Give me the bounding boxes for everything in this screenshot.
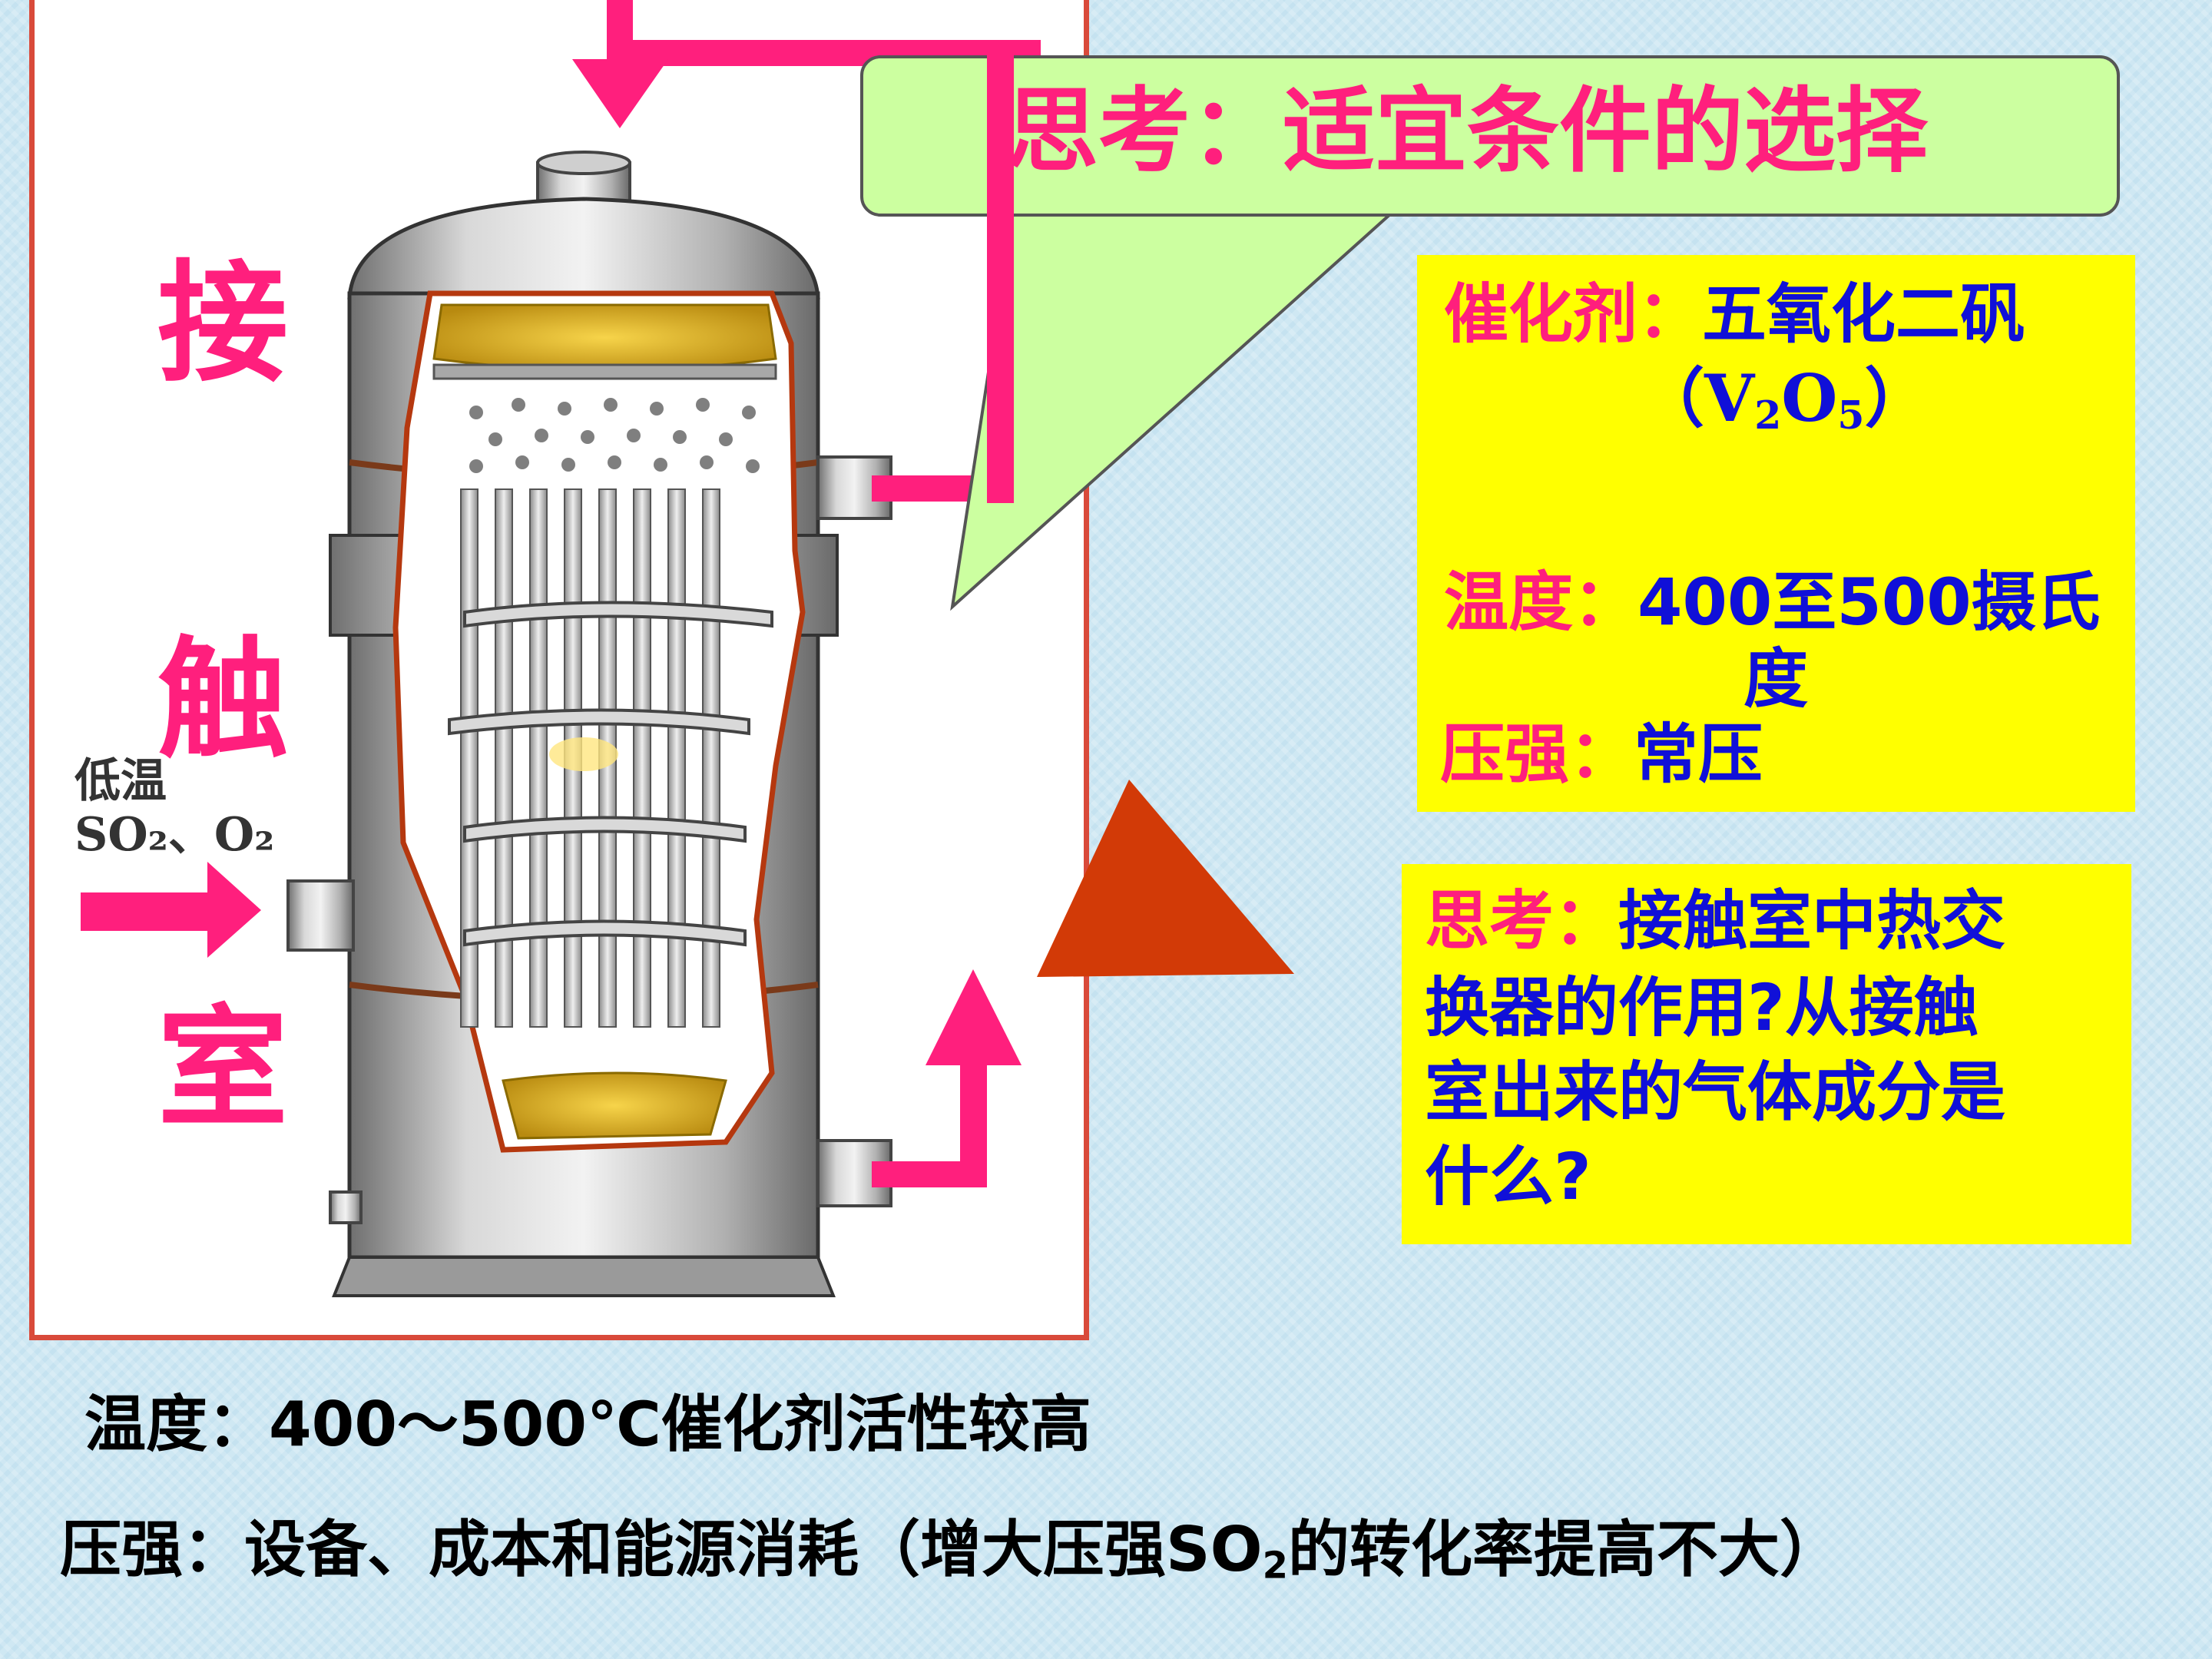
reactor-dome: [347, 197, 820, 300]
vertical-title-char-3: 室: [157, 993, 289, 1145]
bubble-title: 思考：适宜条件的选择: [1006, 78, 1928, 185]
reactor-image-frame: 低温 SO₂、O₂ 接 触 室: [29, 0, 1089, 1340]
question-line-1: 思考：接触室中热交: [1425, 889, 2005, 953]
bottom-pressure-note: 压强：设备、成本和能源消耗（增大压强SO2的转化率提高不大）: [60, 1519, 1841, 1584]
temperature-line: 温度：400至500摄氏: [1444, 570, 2101, 634]
formula-sub-2: 5: [1837, 392, 1865, 439]
speech-bubble: [860, 55, 2120, 217]
temperature-value: 400至500摄氏: [1637, 565, 2101, 640]
bottom-pressure-sub: 2: [1262, 1544, 1289, 1588]
left-inlet-nozzle: [286, 879, 355, 952]
question-line-1-text: 接触室中热交: [1618, 883, 2006, 959]
catalyst-line: 催化剂：五氧化二矾: [1444, 282, 2025, 346]
vertical-title-char-2: 触: [157, 624, 289, 777]
perforated-plate: [469, 398, 760, 473]
vertical-title-char-1: 接: [157, 248, 289, 400]
contact-chamber-illustration: 低温 SO₂、O₂: [75, 0, 1041, 1297]
question-line-3: 室出来的气体成分是: [1425, 1055, 2006, 1130]
question-line-2: 换器的作用?从接触: [1425, 970, 1979, 1045]
bottom-pressure-text-b: 的转化率提高不大）: [1288, 1514, 1842, 1585]
catalyst-label: 催化剂：: [1444, 276, 1703, 352]
heat-exchanger-tubes: [460, 488, 720, 1028]
inlet-label-line1: 低温: [75, 754, 167, 808]
bottom-pressure-text-a: 压强：设备、成本和能源消耗（增大压强SO: [60, 1514, 1263, 1585]
pressure-label: 压强：: [1440, 717, 1634, 792]
formula-close: ）: [1864, 360, 1929, 436]
catalyst-formula: （V2O5）: [1640, 366, 1929, 435]
question-box: 思考：接触室中热交 换器的作用?从接触 室出来的气体成分是 什么?: [1402, 864, 2131, 1244]
question-line-4: 什么?: [1425, 1139, 1591, 1214]
catalyst-value: 五氧化二矾: [1702, 276, 2025, 352]
temperature-label: 温度：: [1444, 565, 1638, 640]
lower-catalyst-bed: [502, 1071, 727, 1140]
conditions-box: 催化剂：五氧化二矾 （V2O5） 温度：400至500摄氏 度 压强：常压: [1417, 255, 2135, 812]
temperature-value-cont: 度: [1743, 641, 1809, 717]
formula-sub-1: 2: [1754, 392, 1782, 439]
lower-right-nozzle: [816, 1139, 892, 1207]
bottom-temperature-note: 温度：400～500℃催化剂活性较高: [84, 1389, 1091, 1460]
pressure-line: 压强：常压: [1440, 722, 1763, 786]
red-triangle-shape: [1037, 780, 1294, 977]
formula-mid: O: [1781, 360, 1838, 436]
inlet-label-line2: SO₂、O₂: [75, 808, 274, 862]
pressure-value: 常压: [1634, 717, 1763, 792]
baffle-plates: [448, 601, 773, 947]
question-label: 思考：: [1425, 883, 1619, 959]
formula-open: （V: [1640, 360, 1755, 436]
